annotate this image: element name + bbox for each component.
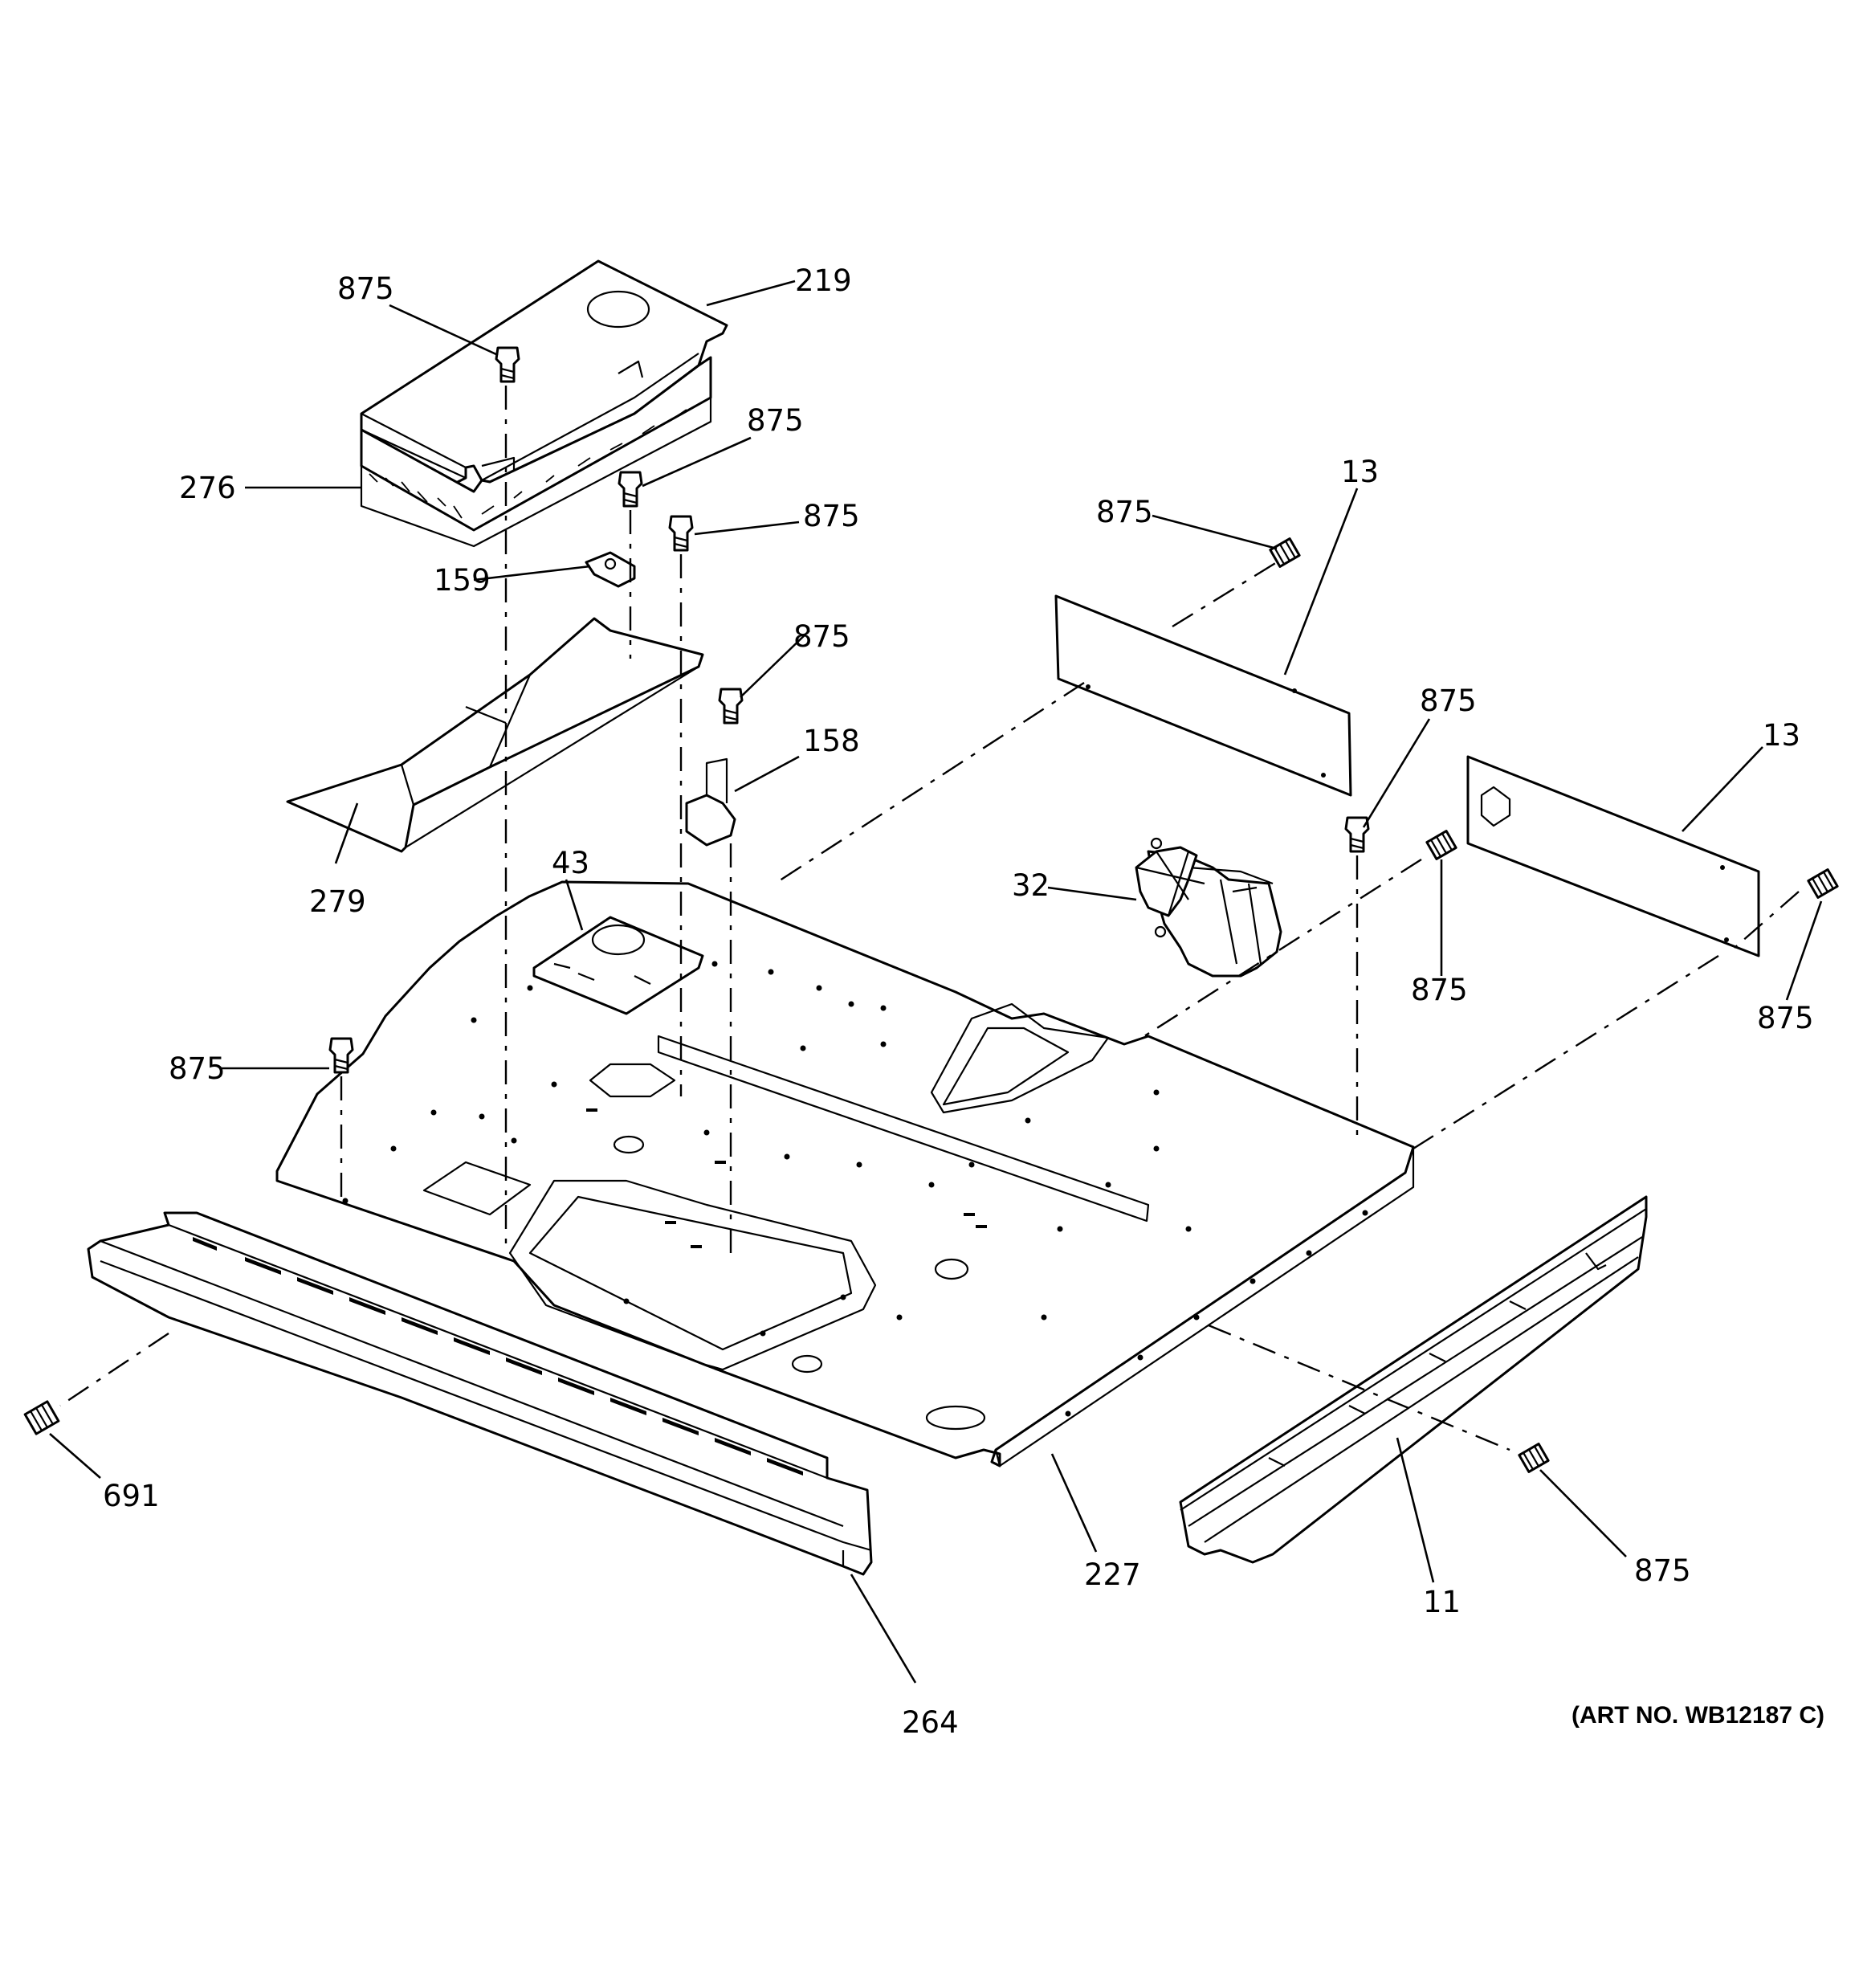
mounting-plate-part <box>532 916 704 1015</box>
insulation-part <box>360 356 712 548</box>
callout-labels: 875 219 276 875 875 159 13 875 875 158 2… <box>103 263 1814 1740</box>
callout-219: 219 <box>795 263 852 298</box>
leader-lines <box>49 280 1823 1684</box>
art-number: (ART NO. WB12187 C) <box>1572 1702 1824 1729</box>
callout-875-left: 875 <box>169 1051 226 1086</box>
callout-11: 11 <box>1423 1585 1461 1619</box>
callout-276: 276 <box>179 471 236 505</box>
duct-part <box>286 617 704 853</box>
callout-159: 159 <box>434 563 491 598</box>
side-panel-left-part <box>1054 594 1352 797</box>
callout-875-c: 875 <box>793 619 850 654</box>
callout-227: 227 <box>1084 1557 1141 1592</box>
rear-rail-part <box>1179 1195 1648 1564</box>
callout-279: 279 <box>309 884 366 919</box>
callout-875-b: 875 <box>803 499 860 533</box>
callout-43: 43 <box>552 846 589 880</box>
thermostat-158-part <box>685 757 736 847</box>
callout-875-d: 875 <box>1411 973 1468 1007</box>
callout-32: 32 <box>1012 868 1050 903</box>
side-panel-right-part <box>1466 755 1760 957</box>
front-trim-part <box>87 1211 873 1576</box>
callout-875-top: 875 <box>337 271 394 306</box>
fan-motor-part <box>1135 837 1282 978</box>
callout-875-e: 875 <box>1757 1001 1814 1035</box>
assembly-lines <box>59 386 1800 1451</box>
screw-icons <box>23 346 1839 1473</box>
callout-875-panel-left: 875 <box>1096 495 1153 529</box>
callout-13-right: 13 <box>1763 718 1800 753</box>
top-cover-part <box>360 259 728 488</box>
callout-691: 691 <box>103 1479 160 1513</box>
callout-13-left: 13 <box>1341 455 1379 489</box>
callout-875-a: 875 <box>747 403 804 438</box>
callout-264: 264 <box>902 1705 959 1740</box>
callout-875-right-panel: 875 <box>1420 684 1477 718</box>
bottom-panel-part <box>275 880 1415 1468</box>
callout-875-bottom: 875 <box>1634 1553 1691 1588</box>
callout-158: 158 <box>803 724 860 758</box>
thermostat-159-part <box>585 551 636 588</box>
